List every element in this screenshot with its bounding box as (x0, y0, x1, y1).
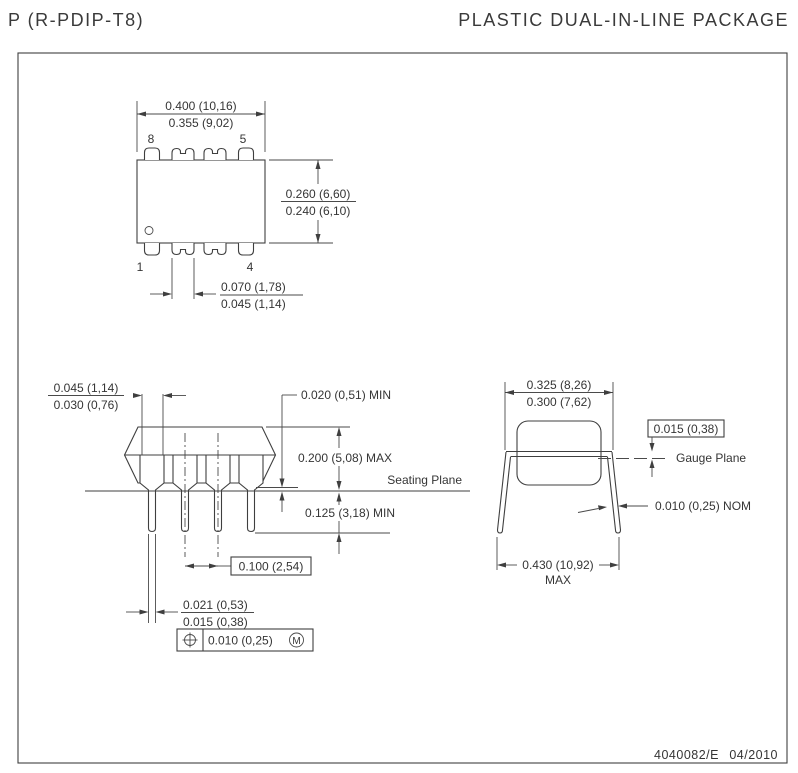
dim-span-min: 0.300 (7,62) (527, 395, 592, 409)
pin-label-8: 8 (148, 132, 155, 146)
dim-shoulder-max: 0.045 (1,14) (54, 381, 119, 395)
document-number: 4040082/E (654, 748, 719, 762)
pin-label-1: 1 (137, 260, 144, 274)
pin-7 (171, 147, 195, 160)
side-view-body (516, 420, 602, 486)
dim-width-min: 0.355 (9,02) (169, 116, 234, 130)
dim-lead-thickness: 0.010 (0,25) NOM (577, 499, 751, 513)
pin-6 (203, 147, 227, 160)
dim-lead-min: 0.045 (1,14) (221, 297, 286, 311)
dim-standoff-text: 0.020 (0,51) MIN (301, 388, 391, 402)
pin-label-5: 5 (240, 132, 247, 146)
pin1-indicator-icon (144, 226, 154, 235)
pin-3 (203, 243, 227, 256)
side-view: 0.325 (8,26) 0.300 (7,62) Gauge Plane 0.… (496, 378, 751, 587)
dim-shoulder-min: 0.030 (0,76) (54, 398, 119, 412)
position-tolerance-value: 0.010 (0,25) (208, 634, 273, 648)
pin-label-4: 4 (247, 260, 254, 274)
dim-lead-span: 0.325 (8,26) 0.300 (7,62) (504, 378, 614, 450)
side-view-leads (496, 450, 622, 534)
dim-height-max: 0.260 (6,60) (286, 187, 351, 201)
dim-standoff: 0.020 (0,51) MIN (256, 388, 391, 512)
dim-seated-height-text: 0.200 (5,08) MAX (298, 451, 392, 465)
dim-body-width: 0.400 (10,16) 0.355 (9,02) (136, 99, 266, 152)
dim-lead-max: 0.070 (1,78) (221, 280, 286, 294)
dim-seated-height: 0.200 (5,08) MAX (266, 426, 392, 490)
position-tolerance-icon (182, 632, 198, 648)
seating-plane-label: Seating Plane (387, 473, 462, 487)
top-view-body (136, 159, 266, 244)
dim-span-max: 0.325 (8,26) (527, 378, 592, 392)
feature-control-frame: 0.010 (0,25) M (176, 628, 314, 652)
revision-date: 04/2010 (729, 748, 778, 762)
pin-2 (171, 243, 195, 256)
pin-1 (143, 243, 161, 256)
top-view: 8 5 1 4 0.400 (10,16) 0.355 (9,02) 0.260… (136, 99, 356, 311)
dim-lead-width-top: 0.070 (1,78) 0.045 (1,14) (150, 258, 303, 311)
front-view: 0.045 (1,14) 0.030 (0,76) 0.020 (0,51) M… (48, 381, 470, 652)
front-lead-1 (139, 454, 165, 533)
dim-overall-width: 0.430 (10,92) MAX (496, 537, 620, 587)
dim-overall-text: 0.430 (10,92) (522, 558, 593, 572)
dim-body-height: 0.260 (6,60) 0.240 (6,10) (269, 159, 356, 244)
dim-shoulder-width: 0.045 (1,14) 0.030 (0,76) (48, 381, 186, 455)
pin-5 (237, 147, 255, 160)
dim-lead-length: 0.125 (3,18) MIN (255, 492, 395, 554)
dim-gauge-offset-text: 0.015 (0,38) (654, 422, 719, 436)
gauge-plane-label: Gauge Plane (676, 451, 746, 465)
mmc-modifier-icon: M (289, 632, 304, 648)
package-type-title: PLASTIC DUAL-IN-LINE PACKAGE (458, 10, 789, 30)
drawing-border (17, 52, 788, 764)
dim-tip-min: 0.015 (0,38) (183, 615, 248, 629)
pin-4 (237, 243, 255, 256)
dim-tip-width: 0.021 (0,53) 0.015 (0,38) (126, 534, 254, 629)
front-lead-4 (238, 454, 264, 533)
dim-tip-max: 0.021 (0,53) (183, 598, 248, 612)
dim-lead-thickness-text: 0.010 (0,25) NOM (655, 499, 751, 513)
dim-pitch: 0.100 (2,54) (185, 556, 312, 576)
dim-width-max: 0.400 (10,16) (165, 99, 236, 113)
dim-lead-length-text: 0.125 (3,18) MIN (305, 506, 395, 520)
package-code-title: P (R-PDIP-T8) (8, 10, 144, 30)
dim-overall-qualifier: MAX (545, 573, 571, 587)
dim-pitch-text: 0.100 (2,54) (239, 560, 304, 574)
pin-8 (143, 147, 161, 160)
dim-height-min: 0.240 (6,10) (286, 204, 351, 218)
mmc-letter: M (292, 636, 300, 647)
dim-gauge-offset: 0.015 (0,38) (647, 419, 725, 477)
